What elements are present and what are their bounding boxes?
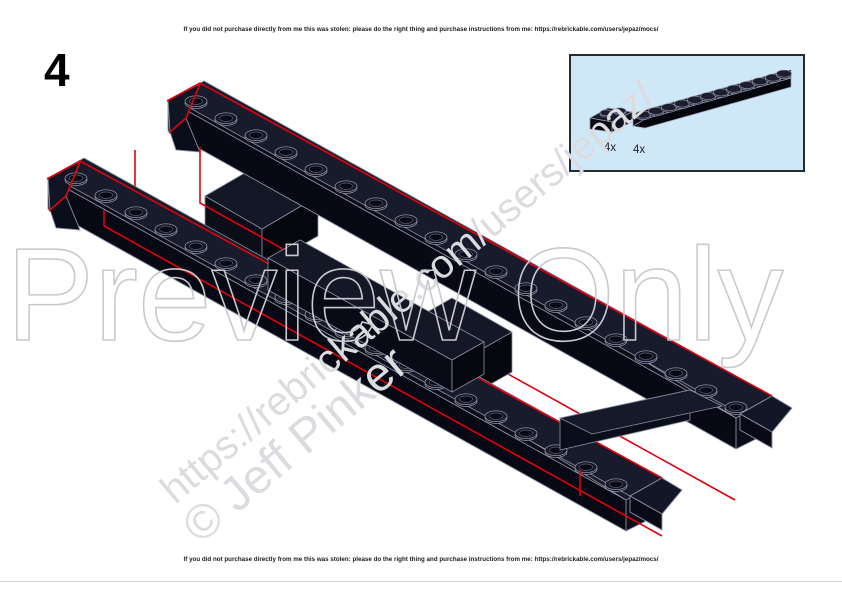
right-cross-rail: [558, 389, 724, 451]
watermark-preview-only: Preview Only: [6, 221, 784, 368]
watermark-copyright: © Jeff Pinker: [173, 336, 417, 553]
front-beam-assembly: [46, 157, 683, 537]
front-beam-studs: [64, 172, 662, 511]
part-item-plate-1x12: 4x: [627, 70, 797, 156]
copyright-notice-bottom: If you did not purchase directly from me…: [183, 556, 659, 563]
front-beam-highlight: [46, 160, 663, 537]
plate-1x12-icon: [631, 70, 792, 129]
page-divider: [0, 581, 842, 582]
slope-brick-inverted-1x3-icon: [588, 107, 634, 133]
parts-callout-box: 4x: [569, 54, 805, 172]
step-number: 4: [44, 44, 70, 96]
part-item-slope-brick: 4x: [582, 100, 638, 154]
part-quantity-plate-1x12: 4x: [633, 144, 646, 156]
part-quantity-slope-brick: 4x: [603, 142, 617, 154]
mid-cross-rail: [267, 239, 485, 393]
copyright-notice-top: If you did not purchase directly from me…: [183, 26, 659, 33]
